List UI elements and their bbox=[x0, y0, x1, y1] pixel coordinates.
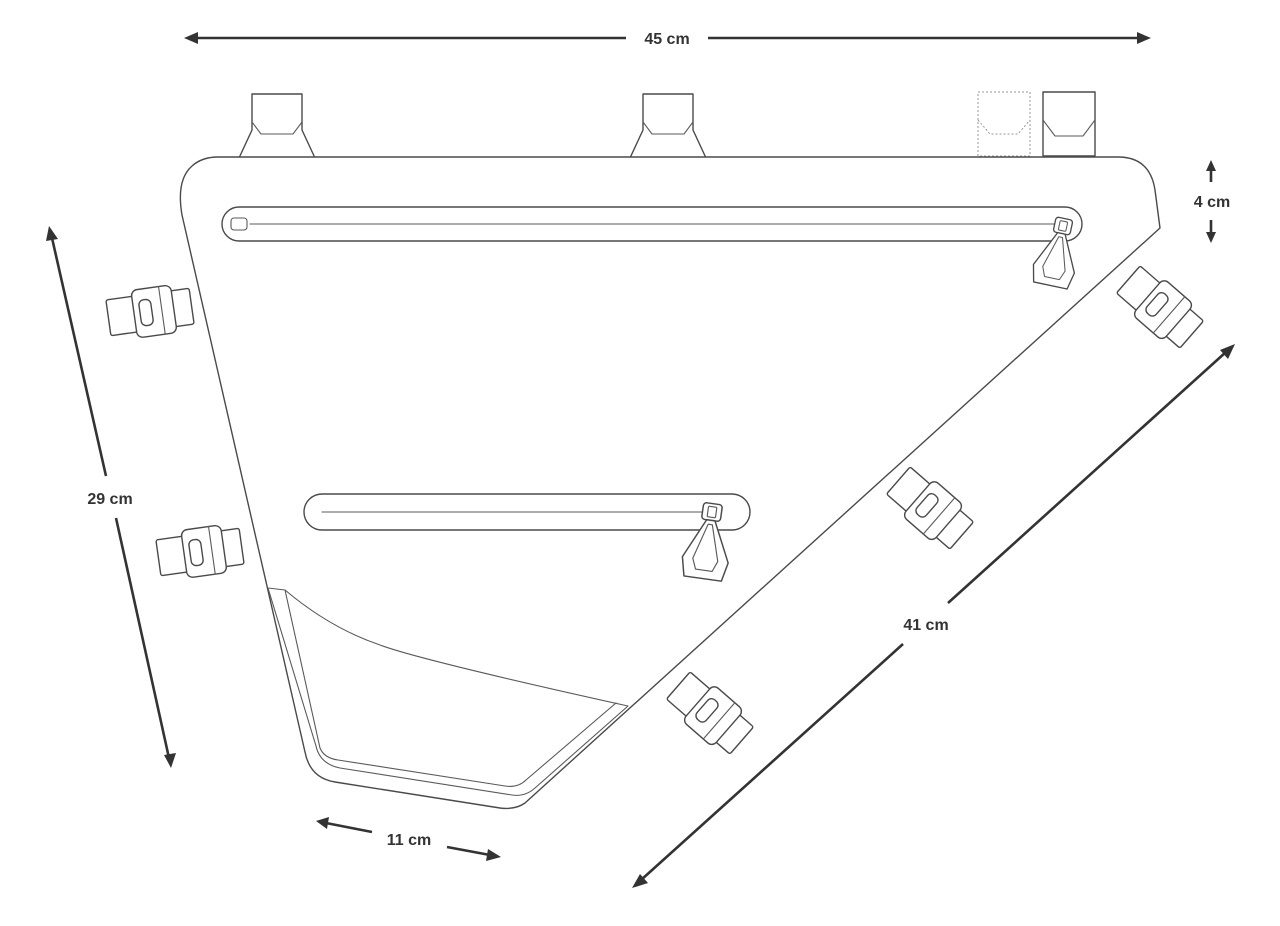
velcro-tab-icon bbox=[1042, 91, 1096, 157]
velcro-tab-ghost bbox=[977, 91, 1031, 157]
dimension-top-height: 4 cm bbox=[1194, 160, 1230, 243]
bottom-label: 11 cm bbox=[387, 832, 431, 849]
bag-body bbox=[179, 156, 1161, 810]
width-label: 45 cm bbox=[644, 31, 689, 48]
reinforcement-panel bbox=[267, 587, 629, 796]
zipper-end-icon bbox=[230, 217, 248, 231]
seat-tube-label: 29 cm bbox=[87, 491, 132, 508]
dimension-down-tube: 41 cm bbox=[632, 344, 1235, 888]
strap-buckle-icon bbox=[1111, 260, 1209, 354]
dimension-seat-tube: 29 cm bbox=[46, 226, 176, 768]
top-height-label: 4 cm bbox=[1194, 194, 1230, 211]
strap-buckle-icon bbox=[104, 281, 196, 343]
dimension-width: 45 cm bbox=[184, 31, 1151, 48]
strap-buckle-icon bbox=[881, 461, 979, 555]
strap-buckle-icon bbox=[661, 666, 759, 760]
velcro-tab-icon bbox=[629, 93, 707, 159]
strap-buckle-icon bbox=[154, 521, 246, 583]
dimension-bottom: 11 cm bbox=[316, 817, 501, 861]
velcro-tab-icon bbox=[238, 93, 316, 159]
down-tube-label: 41 cm bbox=[903, 617, 948, 634]
